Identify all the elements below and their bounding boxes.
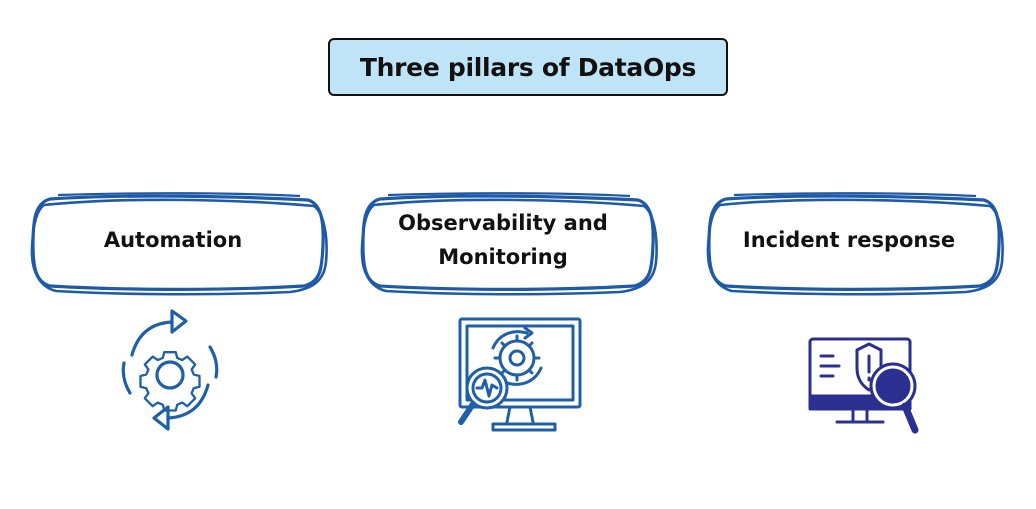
pillar-frame [706,192,1004,296]
title-box: Three pillars of DataOps [328,38,728,96]
gear-cycle-icon [121,309,219,431]
pillar-frame [30,192,328,296]
pillar-automation: Automation [28,190,328,300]
pillar-incident-response: Incident response [704,190,1004,300]
pillar-label: Incident response [742,228,956,252]
pillar-label: Automation [103,228,243,252]
computer-shield-magnifier-icon [808,337,919,434]
pillar-observability-and-monitoring: Observability and Monitoring [358,190,658,300]
monitor-gear-magnifier-icon [458,317,582,432]
pillar-label: Observability and Monitoring [398,211,608,269]
diagram-title: Three pillars of DataOps [359,52,697,82]
pillar-frame [360,192,658,296]
